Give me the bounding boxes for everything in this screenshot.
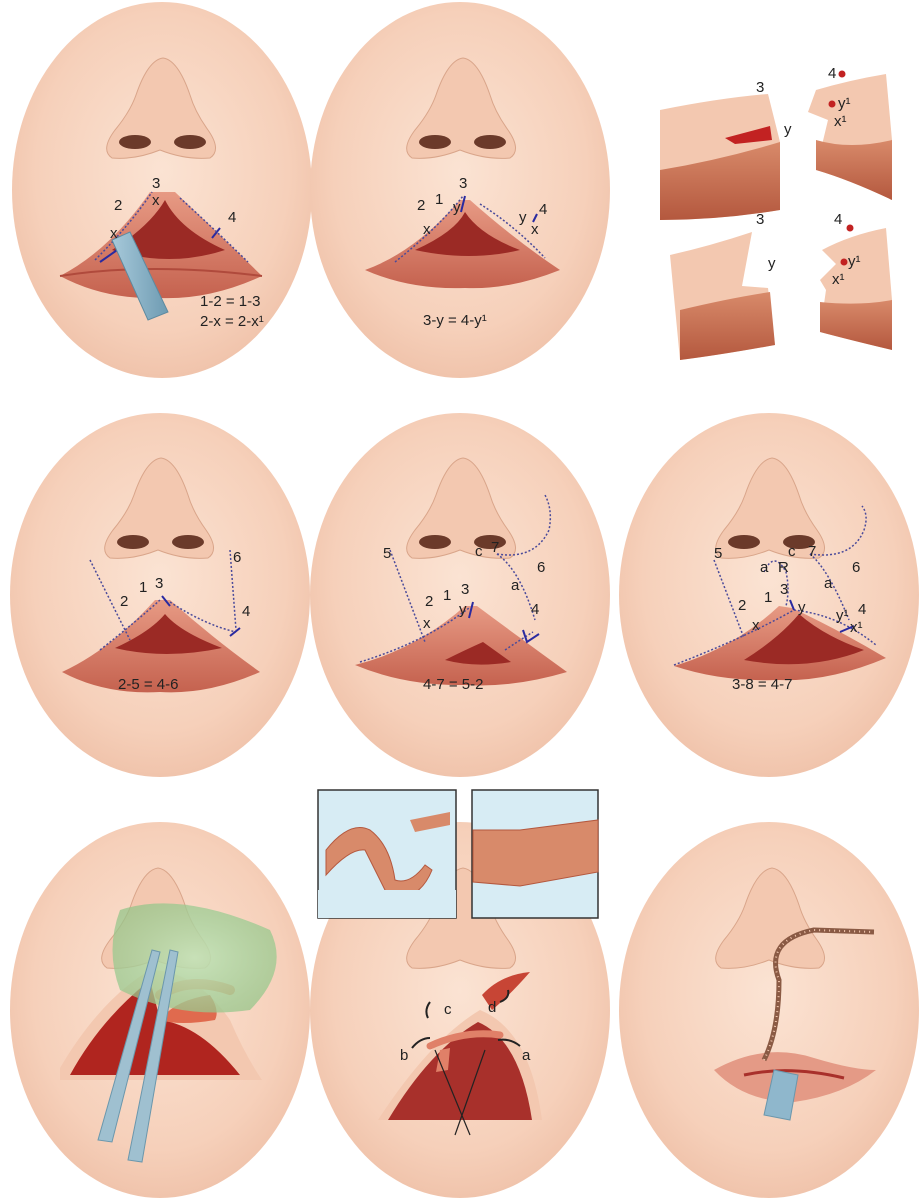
label-7: 7	[808, 544, 816, 559]
panel-step-4-marking: 2 1 3 6 4 2-5 = 4-6	[0, 410, 310, 780]
label-3: 3	[461, 582, 469, 597]
label-y: y	[519, 210, 527, 225]
label-b: b	[400, 1048, 408, 1063]
panel-step-2-marking: 2 1 3 y x y 4 x 3-y = 4-y¹	[305, 0, 615, 380]
label-2: 2	[114, 198, 122, 213]
label-5: 5	[383, 546, 391, 561]
label-y1: y¹	[838, 96, 851, 111]
label-x1: x¹	[832, 272, 845, 287]
equation-2-x: 2-x = 2-x¹	[200, 313, 264, 330]
label-4: 4	[858, 602, 866, 617]
label-2: 2	[417, 198, 425, 213]
label-4: 4	[539, 202, 547, 217]
label-3: 3	[155, 576, 163, 591]
label-4: 4	[242, 604, 250, 619]
label-x: x	[152, 193, 160, 208]
face-illustration-9	[614, 820, 924, 1200]
label-y: y	[784, 122, 792, 137]
label-1: 1	[443, 588, 451, 603]
label-x1: x¹	[834, 114, 847, 129]
label-3: 3	[756, 212, 764, 227]
label-a: a	[760, 560, 768, 575]
face-illustration-5	[305, 410, 615, 780]
label-x: x	[752, 618, 760, 633]
equation-4-7: 4-7 = 5-2	[423, 676, 483, 693]
panel-step-1-marking: 2 3 x x 4 1-2 = 1-3 2-x = 2-x¹	[0, 0, 310, 380]
label-y: y	[453, 200, 461, 215]
label-x: x	[423, 616, 431, 631]
label-c: c	[475, 544, 483, 559]
panel-step-5-marking: 5 c 7 6 a 2 1 3 y x 4 4-7 = 5-2	[305, 410, 615, 780]
label-x: x	[110, 226, 118, 241]
label-4: 4	[531, 602, 539, 617]
label-3: 3	[756, 80, 764, 95]
face-illustration-7	[0, 820, 310, 1200]
label-3: 3	[780, 582, 788, 597]
label-y1: y¹	[848, 254, 861, 269]
label-y: y	[798, 600, 806, 615]
label-y: y	[768, 256, 776, 271]
label-d: d	[488, 1000, 496, 1015]
label-x: x	[423, 222, 431, 237]
label-a: a	[511, 578, 519, 593]
label-3: 3	[459, 176, 467, 191]
label-y1: y¹	[836, 608, 849, 623]
panel-step-9-final-repair	[614, 820, 924, 1200]
equation-2-5: 2-5 = 4-6	[118, 676, 178, 693]
panel-step-7-dissection	[0, 820, 310, 1200]
equation-3-8: 3-8 = 4-7	[732, 676, 792, 693]
label-7: 7	[491, 540, 499, 555]
label-c: c	[444, 1002, 452, 1017]
label-1: 1	[764, 590, 772, 605]
label-6: 6	[852, 560, 860, 575]
label-1: 1	[139, 580, 147, 595]
face-illustration-8	[310, 790, 610, 1201]
label-6: 6	[537, 560, 545, 575]
flap-detail-illustration	[640, 60, 924, 360]
label-4: 4	[834, 212, 842, 227]
label-x: x	[531, 222, 539, 237]
label-4: 4	[828, 66, 836, 81]
face-illustration-4	[0, 410, 310, 780]
label-2: 2	[425, 594, 433, 609]
equation-1-2: 1-2 = 1-3	[200, 293, 260, 310]
label-y: y	[459, 602, 467, 617]
label-2: 2	[120, 594, 128, 609]
label-1: 1	[435, 192, 443, 207]
label-3: 3	[152, 176, 160, 191]
equation-3-y: 3-y = 4-y¹	[423, 312, 487, 329]
label-2: 2	[738, 598, 746, 613]
label-6: 6	[233, 550, 241, 565]
label-c: c	[788, 544, 796, 559]
label-R: R	[778, 560, 789, 575]
label-a: a	[522, 1048, 530, 1063]
panel-step-6-marking: 5 a R c 7 a 6 2 1 3 y x y¹ 4 x¹ 3-8 = 4-…	[614, 410, 924, 780]
label-a: a	[824, 576, 832, 591]
panel-step-8-closure: c d b a	[310, 790, 610, 1201]
label-4: 4	[228, 210, 236, 225]
label-5: 5	[714, 546, 722, 561]
label-x1: x¹	[850, 620, 863, 635]
panel-step-3-flap-detail: 3 y 4 y¹ x¹ 3 y 4 y¹ x¹	[640, 60, 924, 360]
